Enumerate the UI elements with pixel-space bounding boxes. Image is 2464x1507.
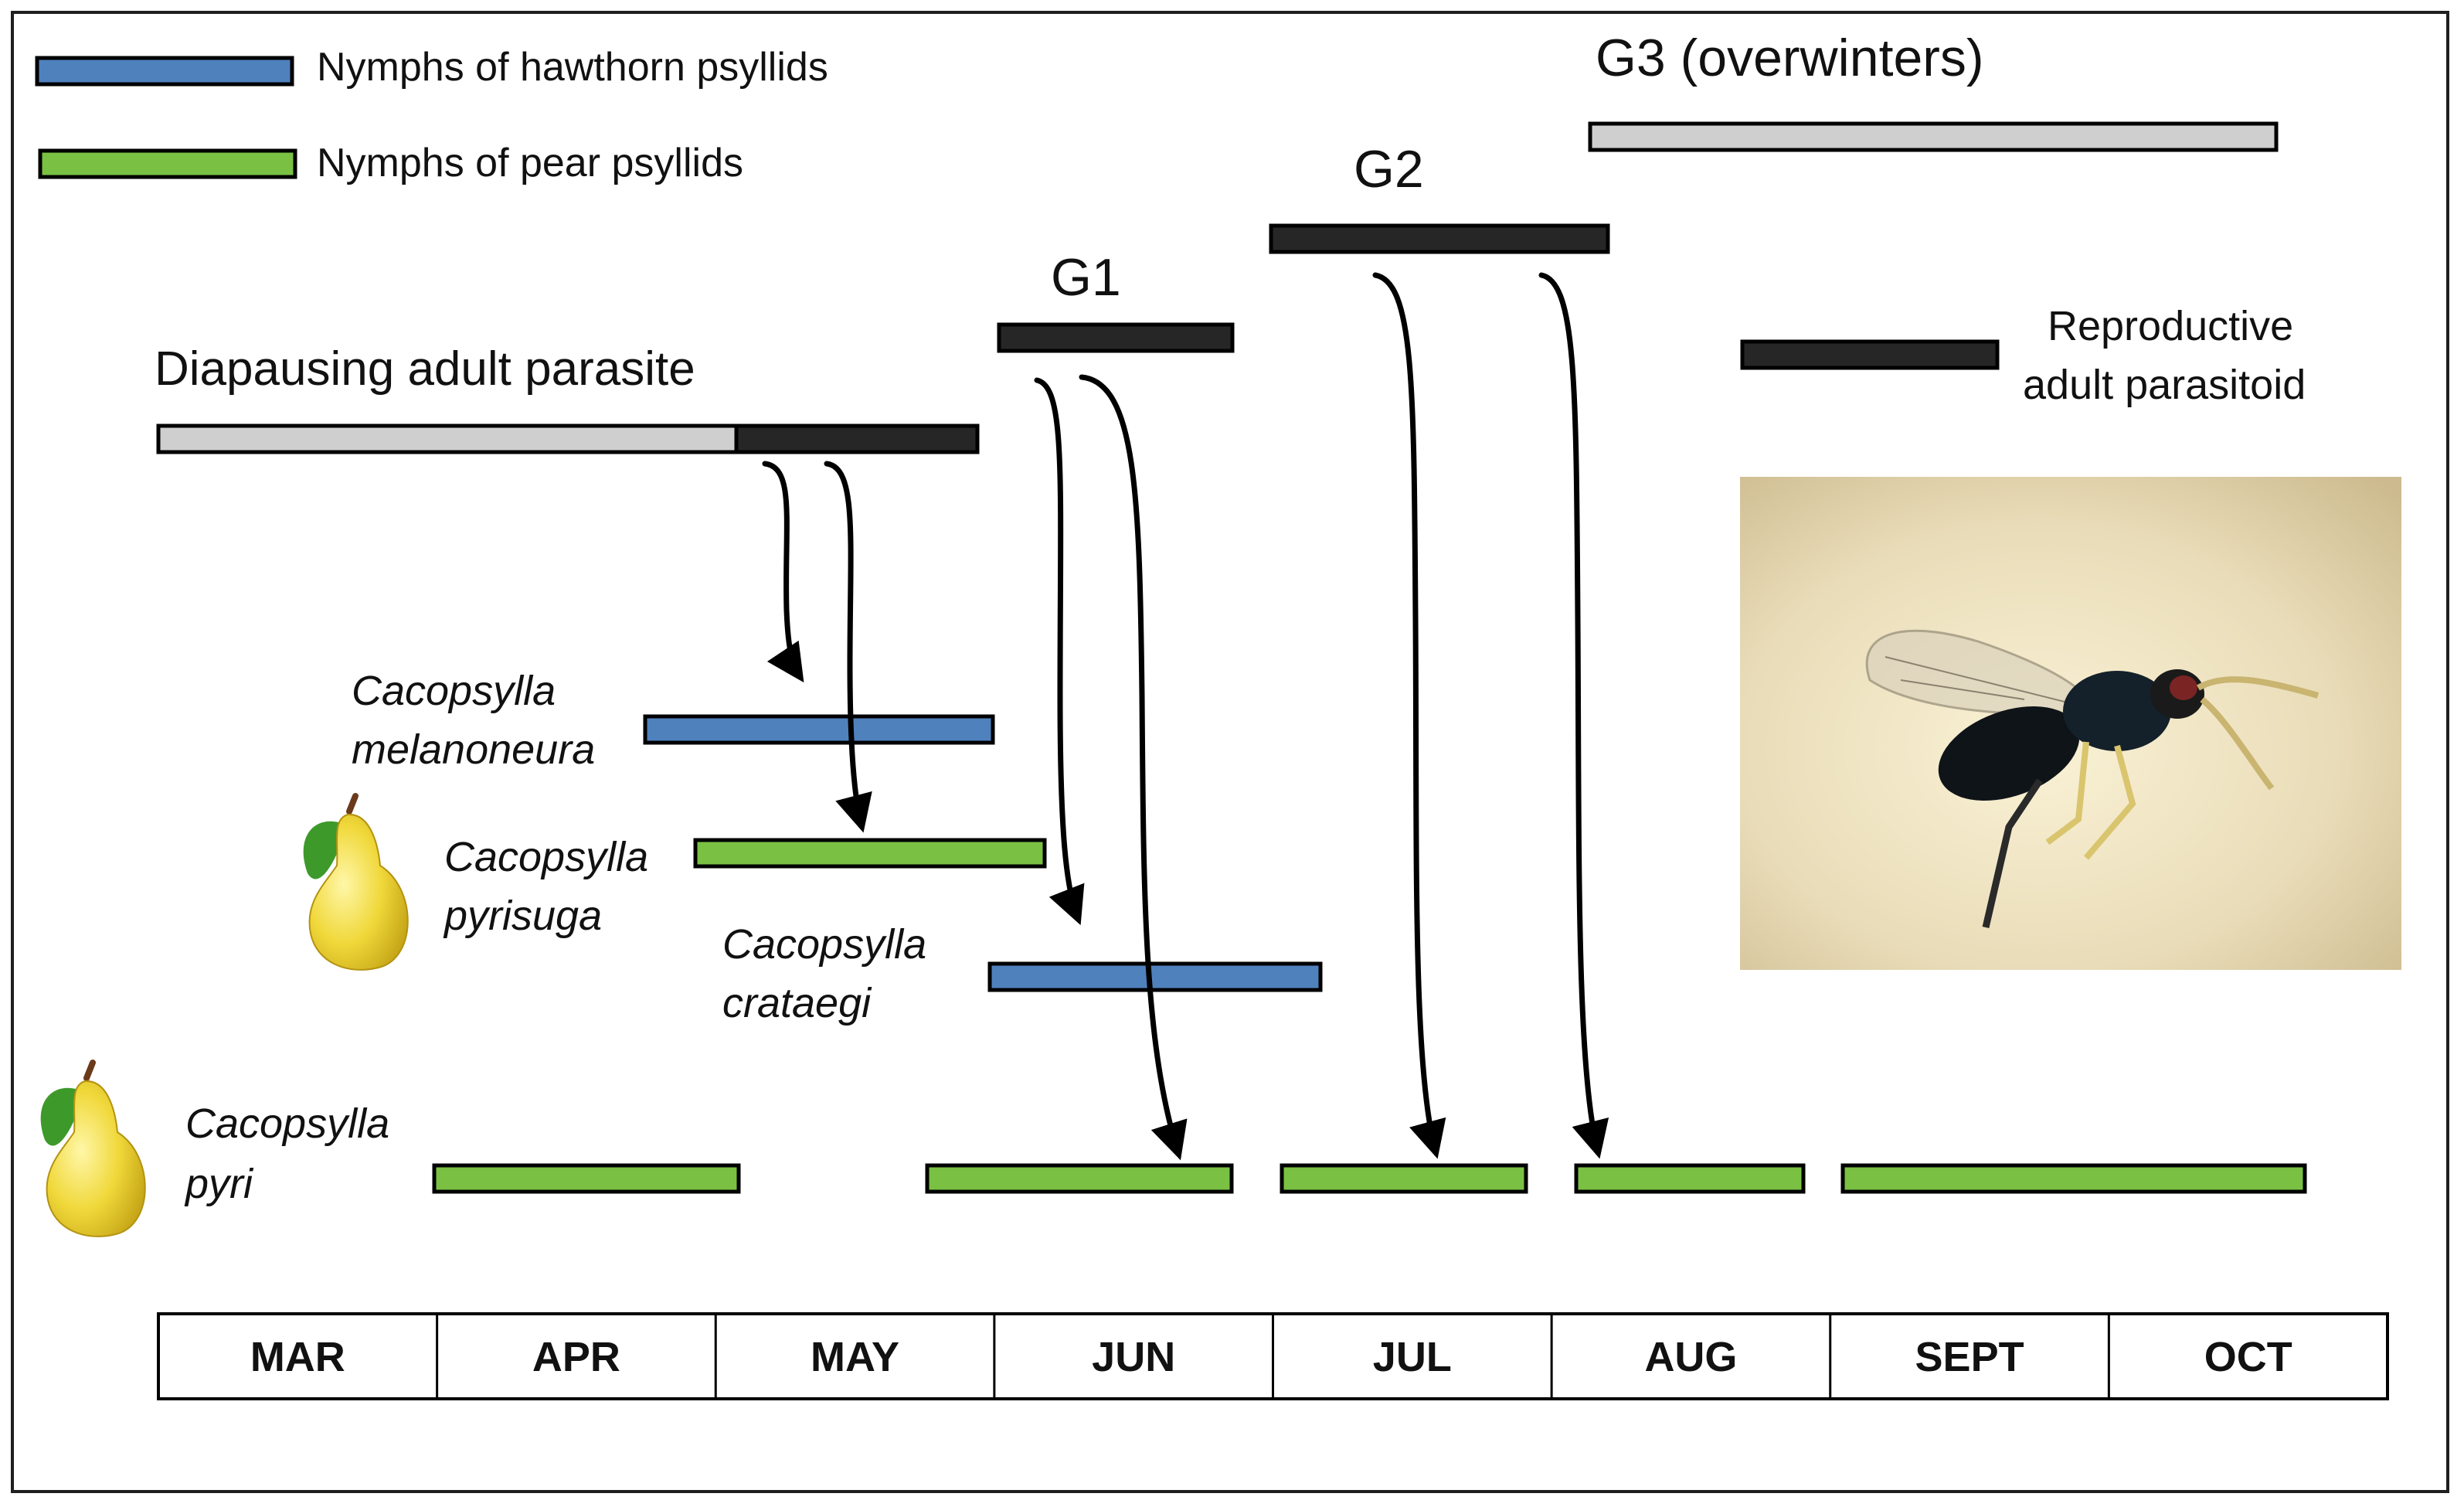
month-label-may: MAY: [811, 1334, 899, 1380]
pyri-label-2: pyri: [184, 1161, 254, 1207]
legend-label-pear: Nymphs of pear psyllids: [317, 141, 743, 185]
legend-label-hawthorn: Nymphs of hawthorn psyllids: [317, 45, 828, 90]
legend-swatch-pear: [38, 148, 297, 179]
month-axis: MAR APR MAY JUN JUL AUG SEPT OCT: [157, 1312, 2389, 1400]
arrow-g2-to-pyri-3: [1372, 272, 1446, 1159]
pyri-bar-3: [1280, 1163, 1528, 1194]
pyrisuga-bar: [693, 838, 1047, 869]
diapausing-bar-light: [156, 424, 739, 454]
melanoneura-label-1: Cacopsylla: [352, 668, 556, 714]
month-label-jul: JUL: [1373, 1334, 1452, 1380]
reproductive-adult-bar: [1740, 339, 2000, 370]
pyrisuga-label-2: pyrisuga: [443, 893, 602, 939]
pyri-label-1: Cacopsylla: [185, 1100, 389, 1147]
arrow-diapause-to-pyrisuga: [824, 461, 872, 833]
arrow-g1-to-pyri: [1079, 374, 1188, 1161]
pear-icon: [40, 1060, 146, 1237]
g1-label: G1: [1051, 248, 1121, 307]
parasitoid-generations: G3 (overwinters) G2 G1 Reproductive adul…: [997, 29, 2306, 408]
reproductive-label-line1: Reproductive: [2048, 303, 2293, 349]
reproductive-label-line2: adult parasitoid: [2023, 362, 2306, 408]
arrow-g1-to-crataegi: [1034, 377, 1085, 926]
diapausing-bar-dark: [734, 424, 980, 454]
pear-icon: [303, 793, 409, 971]
pyri-bar-1: [432, 1163, 741, 1194]
month-label-oct: OCT: [2204, 1334, 2292, 1380]
month-label-jun: JUN: [1092, 1334, 1175, 1380]
pyrisuga-label-1: Cacopsylla: [444, 834, 648, 880]
psyllid-species: Cacopsylla melanoneura Cacopsylla pyrisu…: [184, 668, 2307, 1207]
diapausing-label: Diapausing adult parasite: [155, 342, 695, 396]
parasitoid-wasp-photo: [1740, 477, 2401, 970]
melanoneura-bar: [643, 714, 995, 745]
pyri-bar-4: [1574, 1163, 1806, 1194]
crataegi-label-1: Cacopsylla: [722, 921, 926, 968]
legend-swatch-hawthorn: [35, 56, 294, 87]
g3-bar: [1588, 121, 2279, 152]
pyri-bar-2: [925, 1163, 1234, 1194]
legend: Nymphs of hawthorn psyllids Nymphs of pe…: [35, 45, 828, 185]
month-label-sept: SEPT: [1915, 1334, 2024, 1380]
arrow-diapause-to-melanoneura: [762, 461, 804, 683]
pyri-bar-5: [1840, 1163, 2307, 1194]
crataegi-bar: [987, 961, 1323, 992]
parasitism-arrows: [762, 272, 1609, 1161]
month-label-aug: AUG: [1644, 1334, 1737, 1380]
month-label-apr: APR: [532, 1334, 620, 1380]
g3-label: G3 (overwinters): [1596, 29, 1984, 87]
melanoneura-label-2: melanoneura: [352, 726, 595, 773]
arrow-g2-to-pyri-4: [1538, 272, 1609, 1159]
g2-bar: [1269, 223, 1610, 254]
g1-bar: [997, 322, 1235, 353]
month-label-mar: MAR: [250, 1334, 345, 1380]
crataegi-label-2: crataegi: [722, 980, 872, 1026]
g2-label: G2: [1354, 140, 1424, 199]
diapausing-adult: Diapausing adult parasite: [155, 342, 980, 454]
